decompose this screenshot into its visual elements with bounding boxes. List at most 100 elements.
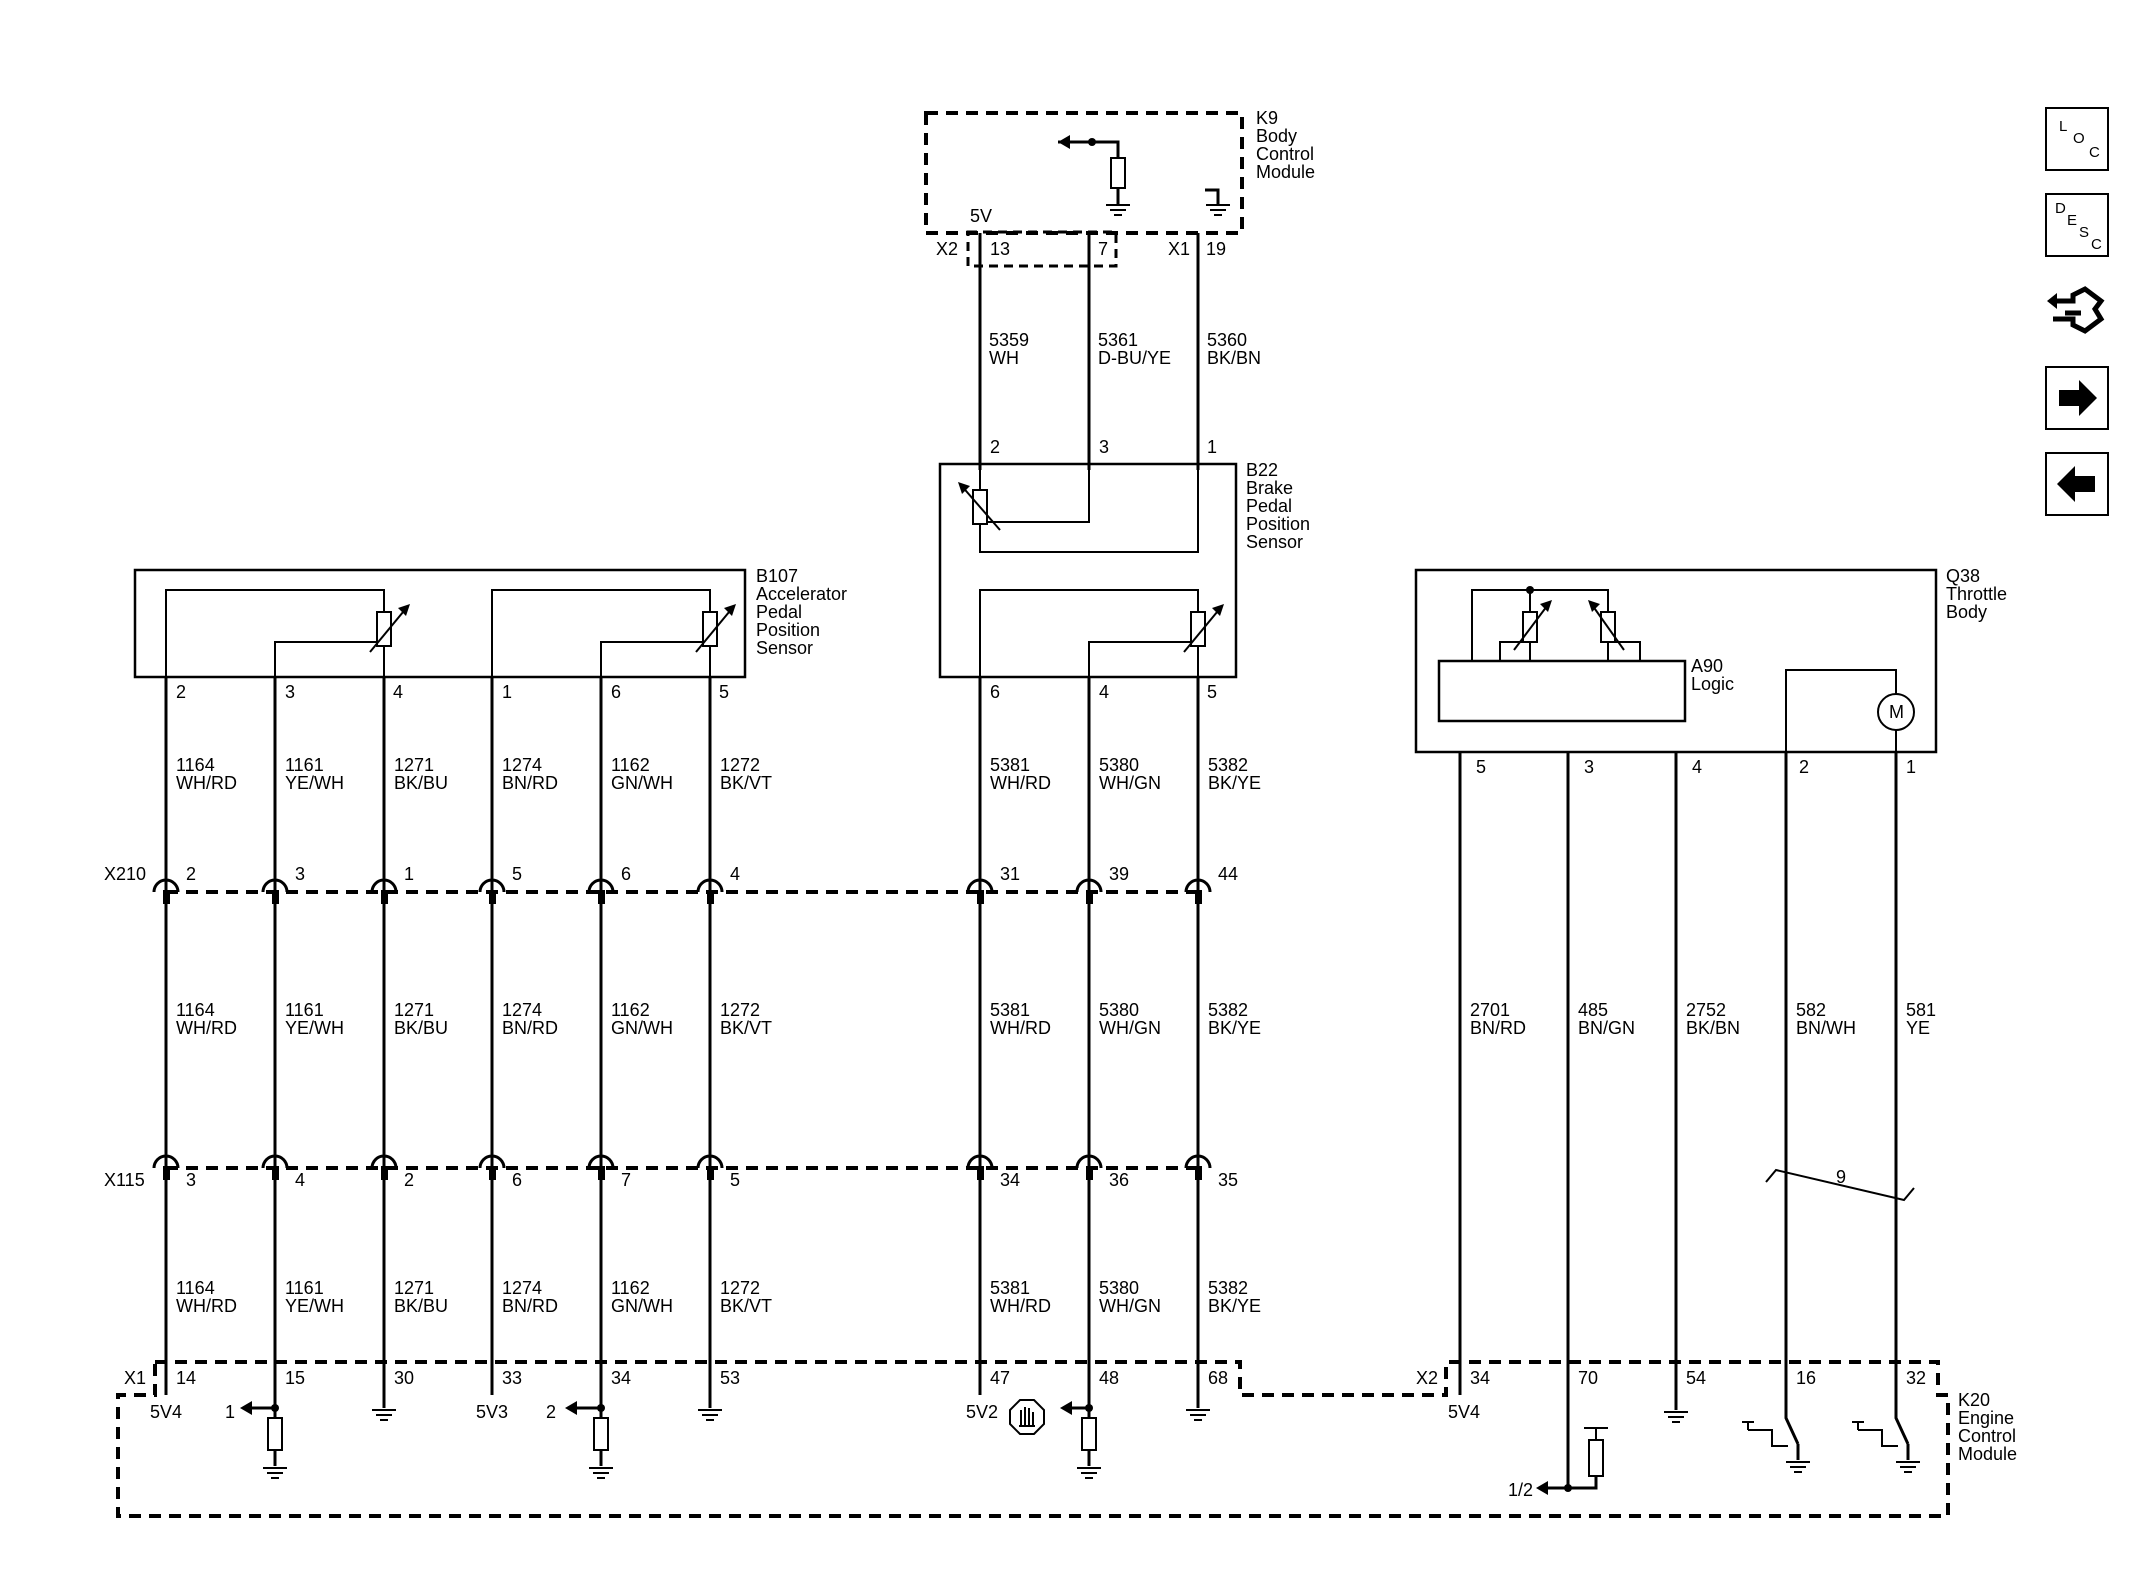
wire-circuit-label: 1272 — [720, 1278, 760, 1298]
wire-color-label: YE/WH — [285, 1018, 344, 1038]
connector-tool-button[interactable] — [2045, 279, 2109, 343]
connector-pin — [587, 878, 615, 893]
x1-pin-number: 53 — [720, 1368, 740, 1388]
connector-pin-body — [272, 1166, 279, 1180]
wire-color-label: BN/RD — [502, 773, 558, 793]
svg-text:2: 2 — [176, 682, 186, 702]
connector-pin-body — [272, 890, 279, 904]
x115-pin-number: 5 — [730, 1170, 740, 1190]
wire-circuit-label: 1162 — [611, 1278, 650, 1298]
x115-pin-number: 36 — [1109, 1170, 1129, 1190]
x115-pin-number: 3 — [186, 1170, 196, 1190]
wire-circuit-label: 5380 — [1099, 755, 1139, 775]
connector-pin — [261, 1154, 289, 1169]
k9-ref: K9 — [1256, 108, 1278, 128]
connector-pin — [966, 1154, 994, 1169]
wire-circuit-label: 1271 — [394, 755, 434, 775]
svg-text:1: 1 — [502, 682, 512, 702]
wire-circuit-label: 582 — [1796, 1000, 1826, 1020]
description-button[interactable]: D E S C — [2045, 193, 2109, 257]
x210-pin-number: 4 — [730, 864, 740, 884]
wire-circuit-label: 2752 — [1686, 1000, 1726, 1020]
x1-pin-number: 34 — [611, 1368, 631, 1388]
wire-color-label: WH/RD — [990, 773, 1051, 793]
wire-color-label: WH/RD — [176, 1018, 237, 1038]
wire-color-label: WH/RD — [990, 1296, 1051, 1316]
previous-page-button[interactable] — [2045, 452, 2109, 516]
location-button[interactable]: L O C — [2045, 107, 2109, 171]
wrench-connector-icon — [2047, 286, 2105, 334]
svg-text:Control: Control — [1958, 1426, 2016, 1446]
connector-x2-label: X2 — [1416, 1368, 1438, 1388]
svg-text:1: 1 — [1906, 757, 1916, 777]
connector-pin-body — [598, 890, 605, 904]
connector-pin-body — [163, 890, 170, 904]
connector-pin — [478, 1154, 506, 1169]
svg-text:4: 4 — [393, 682, 403, 702]
x210-pin-number: 5 — [512, 864, 522, 884]
wire-color-label: GN/WH — [611, 773, 673, 793]
motor-symbol: M — [1889, 702, 1904, 722]
svg-text:A90: A90 — [1691, 656, 1723, 676]
svg-text:Control: Control — [1256, 144, 1314, 164]
svg-text:X1: X1 — [1168, 239, 1190, 259]
wire-color-label: WH/GN — [1099, 1018, 1161, 1038]
svg-text:5: 5 — [1476, 757, 1486, 777]
x115-pin-number: 7 — [621, 1170, 631, 1190]
b107-accelerator-pedal-position-sensor: B107 Accelerator Pedal Position Sensor 2… — [133, 566, 847, 702]
x1-pin-number: 30 — [394, 1368, 414, 1388]
connector-pin-body — [977, 890, 984, 904]
wire-circuit-label: 5380 — [1099, 1278, 1139, 1298]
wire-circuit-label: 1162 — [611, 755, 650, 775]
x115-pin-number: 2 — [404, 1170, 414, 1190]
wire-color-label: WH/RD — [176, 773, 237, 793]
wire-color-label: YE/WH — [285, 1296, 344, 1316]
twisted-pair-count: 9 — [1836, 1167, 1846, 1187]
connector-pin-body — [1086, 890, 1093, 904]
q38-throttle-body: Q38 Throttle Body A90 Logic M 5 3 4 2 1 — [1414, 566, 2007, 777]
x1-pin-number: 47 — [990, 1368, 1010, 1388]
k20-engine-control-module: K20 Engine Control Module 5V4 5V3 5V2 5V… — [116, 1360, 2017, 1518]
wire-color-label: BN/GN — [1578, 1018, 1635, 1038]
x1-pin-number: 14 — [176, 1368, 196, 1388]
wire-circuit-label: 1274 — [502, 1278, 542, 1298]
arrow-left-icon — [2057, 466, 2095, 502]
svg-text:7: 7 — [1098, 239, 1108, 259]
svg-text:3: 3 — [1099, 437, 1109, 457]
svg-text:Position: Position — [1246, 514, 1310, 534]
wire-color-label: WH/GN — [1099, 773, 1161, 793]
wire-circuit-label: 1162 — [611, 1000, 650, 1020]
connector-pin — [1184, 878, 1212, 893]
connector-pin — [696, 878, 724, 893]
wire-color-label: BN/RD — [502, 1296, 558, 1316]
svg-text:Q38: Q38 — [1946, 566, 1980, 586]
wire-circuit-label: 5381 — [990, 755, 1030, 775]
svg-text:4: 4 — [1099, 682, 1109, 702]
wire-circuit-label: 1271 — [394, 1278, 434, 1298]
svg-text:Module: Module — [1256, 162, 1315, 182]
wire-color-label: BK/YE — [1208, 1296, 1261, 1316]
connector-pin — [370, 878, 398, 893]
svg-text:3: 3 — [285, 682, 295, 702]
upper-wires: 5359 WH 5361 D-BU/YE 5360 BK/BN — [978, 233, 1261, 470]
connector-x115-label: X115 — [104, 1170, 145, 1190]
connector-pin-body — [707, 1166, 714, 1180]
svg-text:Module: Module — [1958, 1444, 2017, 1464]
connector-pin-body — [163, 1166, 170, 1180]
svg-text:Engine: Engine — [1958, 1408, 2014, 1428]
svg-text:5360: 5360 — [1207, 330, 1247, 350]
wire-color-label: BK/VT — [720, 1296, 772, 1316]
wire-color-label: YE/WH — [285, 773, 344, 793]
svg-text:Sensor: Sensor — [1246, 532, 1303, 552]
next-page-button[interactable] — [2045, 366, 2109, 430]
wire-circuit-label: 1161 — [285, 1278, 324, 1298]
wire-color-label: BK/VT — [720, 1018, 772, 1038]
wire-circuit-label: 5381 — [990, 1278, 1030, 1298]
svg-text:2: 2 — [1799, 757, 1809, 777]
